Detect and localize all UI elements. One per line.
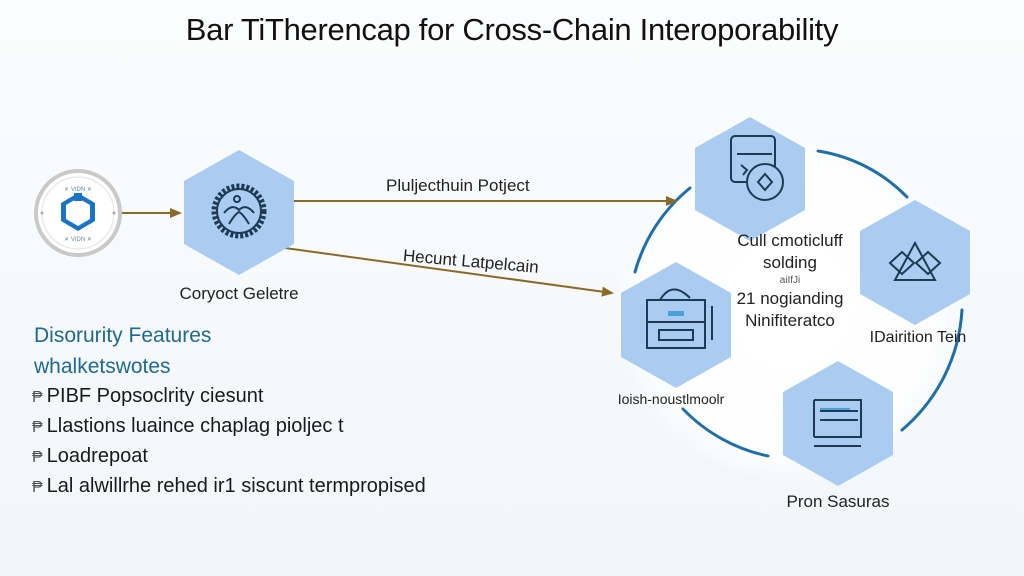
features-heading: Disorurity Features [34,324,212,347]
feature-item: ₱Llastions luaince chaplag pioljec t [32,415,344,437]
bullet-icon: ₱ [32,449,43,466]
triangle-diamond-icon [888,240,942,281]
gateway-node[interactable] [184,150,294,275]
page-title: Bar TiTherencap for Cross-Chain Interopo… [185,12,839,47]
center-line-3: 21 nogianding [736,289,844,308]
gateway-label: Coryoct Geletre [179,284,299,303]
svg-text:✕ VIDN ✕: ✕ VIDN ✕ [64,237,92,243]
gear-network-icon [211,183,267,239]
right-node-label: IDairition Tein [869,329,967,346]
bullet-icon: ₱ [32,389,43,406]
center-small: aiIfJi [779,275,801,286]
features-subheading: whalketswotes [34,355,171,378]
features-panel: Disorurity Features whalketswotes ₱PIBF … [32,320,426,502]
features-list: ₱PIBF Popsoclrity ciesunt ₱Llastions lua… [32,382,426,502]
left-node-label: Ioish-noustlmoolr [617,391,725,407]
cycle-center-text: Cull cmoticluff solding aiIfJi 21 nogian… [737,230,844,332]
contract-coin-icon [730,135,784,201]
arrow-lower-edge [284,247,614,297]
source-node[interactable]: ✕ VIDN ✕ ✕ VIDN ✕ [34,169,122,257]
left-node[interactable] [621,262,731,388]
bottom-node[interactable] [783,361,893,486]
server-dome-icon [646,288,713,349]
feature-item: ₱Loadrepoat [32,445,148,467]
bullet-icon: ₱ [32,419,43,436]
cycle-ring [633,149,964,458]
svg-text:✕ VIDN ✕: ✕ VIDN ✕ [64,187,92,193]
feature-item: ₱PIBF Popsoclrity ciesunt [32,385,264,407]
right-node[interactable] [860,200,970,325]
center-line-4: Ninifiteratco [745,311,835,330]
feature-item: ₱Lal alwillrhe rehed ir1 siscunt termpro… [32,475,426,497]
bullet-icon: ₱ [32,479,43,496]
center-line-1: Cull cmoticluff [737,231,843,250]
document-stack-icon [813,399,862,447]
bottom-node-label: Pron Sasuras [786,492,890,511]
upper-edge-label: Pluljecthuin Potject [386,176,530,195]
center-line-2: solding [763,253,817,272]
top-node[interactable] [695,117,805,241]
blockchain-hub-icon: ✕ VIDN ✕ ✕ VIDN ✕ [40,187,116,243]
